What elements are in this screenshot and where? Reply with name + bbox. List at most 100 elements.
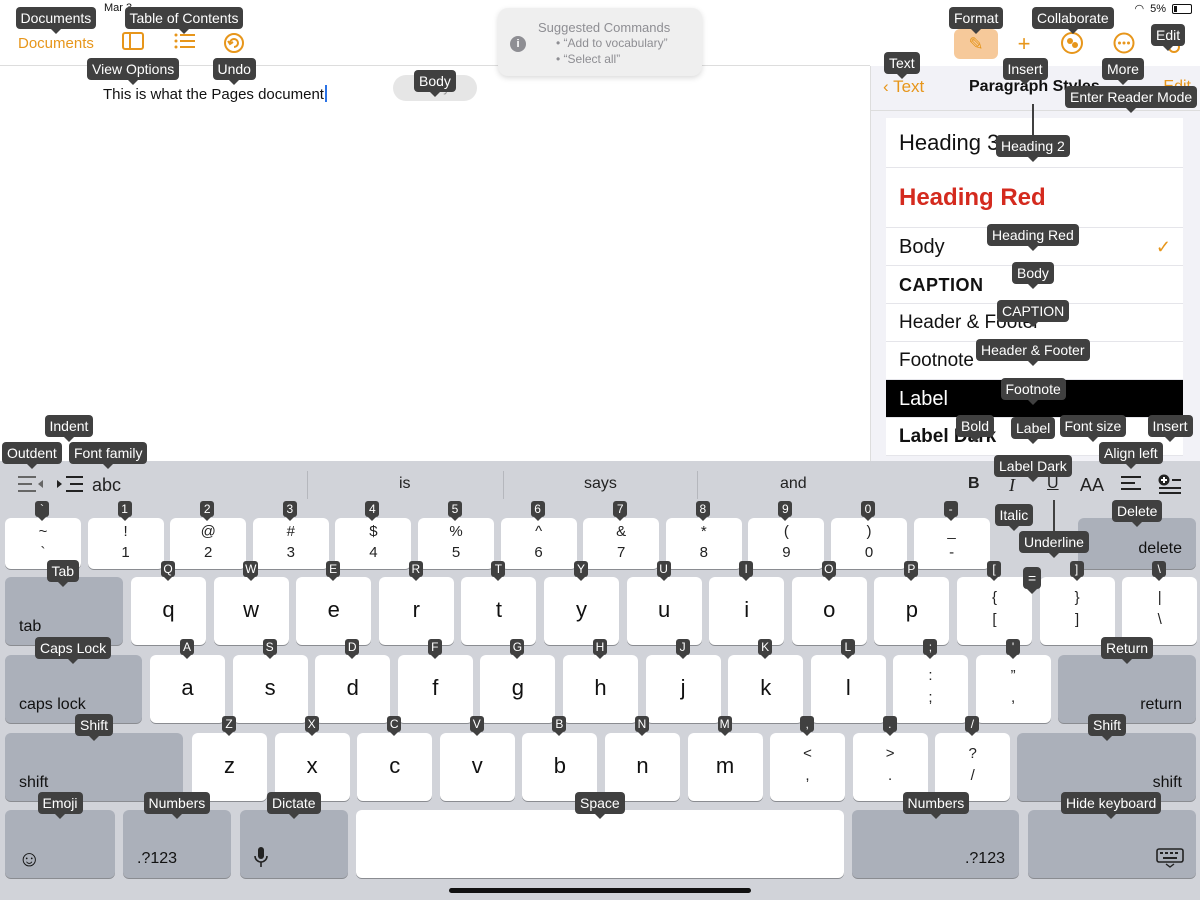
key-l[interactable]: l (810, 655, 886, 723)
prediction-3[interactable]: and (780, 475, 807, 492)
collaborate-icon[interactable] (1058, 32, 1086, 58)
space-key[interactable] (356, 810, 844, 878)
key-number[interactable]: _- (913, 518, 990, 569)
tooltip-align-left: Align left (1099, 442, 1163, 469)
sidebar-icon[interactable] (119, 32, 147, 54)
key-number[interactable]: &7 (583, 518, 660, 569)
hide-keyboard-key[interactable] (1028, 810, 1196, 878)
return-key-label: return (1140, 696, 1182, 713)
key-number[interactable]: ^6 (500, 518, 577, 569)
documents-button[interactable]: Documents (18, 35, 94, 52)
caps-lock-key[interactable]: caps lock (5, 655, 142, 723)
key-number[interactable]: )0 (831, 518, 907, 569)
key-m[interactable]: m (687, 733, 763, 801)
style-heading-3[interactable]: Heading 3 (886, 118, 1183, 168)
key-punct[interactable]: >. (852, 733, 928, 801)
key-punct[interactable]: <, (770, 733, 845, 801)
key-tooltip: 8 (695, 501, 710, 521)
key-tooltip: 6 (530, 501, 545, 521)
key-p[interactable]: p (874, 577, 950, 645)
key-number[interactable]: *8 (665, 518, 742, 569)
key-bracket[interactable]: }] (1039, 577, 1115, 645)
format-button[interactable]: ✎ (954, 29, 998, 59)
key-symbol: / (970, 767, 975, 784)
key-punct[interactable]: ”, (975, 655, 1051, 723)
align-left-icon[interactable] (1120, 474, 1142, 499)
back-to-text-button[interactable]: ‹ Text (883, 77, 925, 96)
key-number[interactable]: #3 (252, 518, 329, 569)
key-r[interactable]: r (378, 577, 454, 645)
bold-button[interactable]: B (968, 475, 980, 492)
key-tooltip: 9 (778, 501, 793, 521)
microphone-icon (254, 846, 268, 873)
emoji-key[interactable]: ☺ (5, 810, 115, 878)
key-j[interactable]: j (645, 655, 721, 723)
key-number[interactable]: (9 (748, 518, 825, 569)
style-heading-red[interactable]: Heading Red (886, 168, 1183, 228)
key-punct[interactable]: :; (893, 655, 968, 723)
key-tooltip: 7 (613, 501, 628, 521)
key-t[interactable]: t (461, 577, 537, 645)
key-f[interactable]: f (397, 655, 473, 723)
shift-right-key[interactable]: shift (1017, 733, 1196, 801)
key-d[interactable]: d (315, 655, 391, 723)
key-s[interactable]: s (232, 655, 308, 723)
home-indicator[interactable] (449, 888, 751, 893)
list-icon[interactable] (171, 32, 199, 54)
key-shift-symbol: ~ (38, 523, 48, 540)
indent-icon[interactable] (56, 473, 84, 500)
key-number[interactable]: @2 (170, 518, 247, 569)
return-key[interactable]: return (1058, 655, 1196, 723)
key-bracket[interactable]: {[ (957, 577, 1032, 645)
key-punct[interactable]: ?/ (935, 733, 1011, 801)
prediction-1[interactable]: is (399, 475, 411, 492)
dictate-key[interactable] (240, 810, 348, 878)
font-family-button[interactable]: abc (92, 475, 122, 495)
key-z[interactable]: z (192, 733, 267, 801)
key-tooltip: L (840, 639, 855, 659)
undo-icon[interactable] (220, 32, 248, 58)
numbers-right-key[interactable]: .?123 (852, 810, 1019, 878)
key-shift-symbol: ( (783, 523, 789, 540)
key-a[interactable]: a (150, 655, 225, 723)
italic-button[interactable]: I (1009, 475, 1015, 495)
key-u[interactable]: u (626, 577, 702, 645)
key-g[interactable]: g (480, 655, 556, 723)
shift-left-key[interactable]: shift (5, 733, 183, 801)
prediction-2[interactable]: says (584, 475, 617, 492)
document-body[interactable]: This is what the Pages document (103, 85, 327, 103)
numbers-left-key[interactable]: .?123 (123, 810, 231, 878)
key-e[interactable]: e (296, 577, 372, 645)
key-v[interactable]: v (439, 733, 515, 801)
font-size-button[interactable]: AA (1080, 475, 1105, 495)
key-b[interactable]: b (522, 733, 598, 801)
insert-icon[interactable] (1158, 473, 1182, 500)
tooltip-pointer (1053, 500, 1055, 531)
tab-key[interactable]: tab (5, 577, 123, 645)
tab-key-label: tab (19, 618, 42, 635)
key-shift-symbol: & (616, 523, 627, 540)
key-letter: c (389, 753, 401, 778)
key-h[interactable]: h (563, 655, 638, 723)
key-i[interactable]: i (709, 577, 785, 645)
underline-button[interactable]: U (1047, 475, 1059, 492)
key-number[interactable]: !1 (87, 518, 164, 569)
key-letter: l (845, 675, 851, 700)
key-n[interactable]: n (605, 733, 680, 801)
key-o[interactable]: o (791, 577, 867, 645)
tooltip-insert: Insert (1002, 58, 1048, 85)
key-w[interactable]: w (213, 577, 289, 645)
key-bracket[interactable]: |\ (1122, 577, 1198, 645)
key-y[interactable]: y (544, 577, 619, 645)
key-k[interactable]: k (728, 655, 804, 723)
key-c[interactable]: c (357, 733, 433, 801)
key-q[interactable]: q (131, 577, 206, 645)
outdent-icon[interactable] (17, 473, 45, 500)
key-number[interactable]: $4 (335, 518, 412, 569)
key-tooltip: 2 (200, 501, 215, 521)
plus-icon[interactable]: + (1017, 31, 1031, 56)
key-symbol: 2 (204, 544, 213, 561)
key-number[interactable]: %5 (418, 518, 494, 569)
key-x[interactable]: x (274, 733, 350, 801)
ellipsis-icon[interactable] (1110, 32, 1138, 58)
